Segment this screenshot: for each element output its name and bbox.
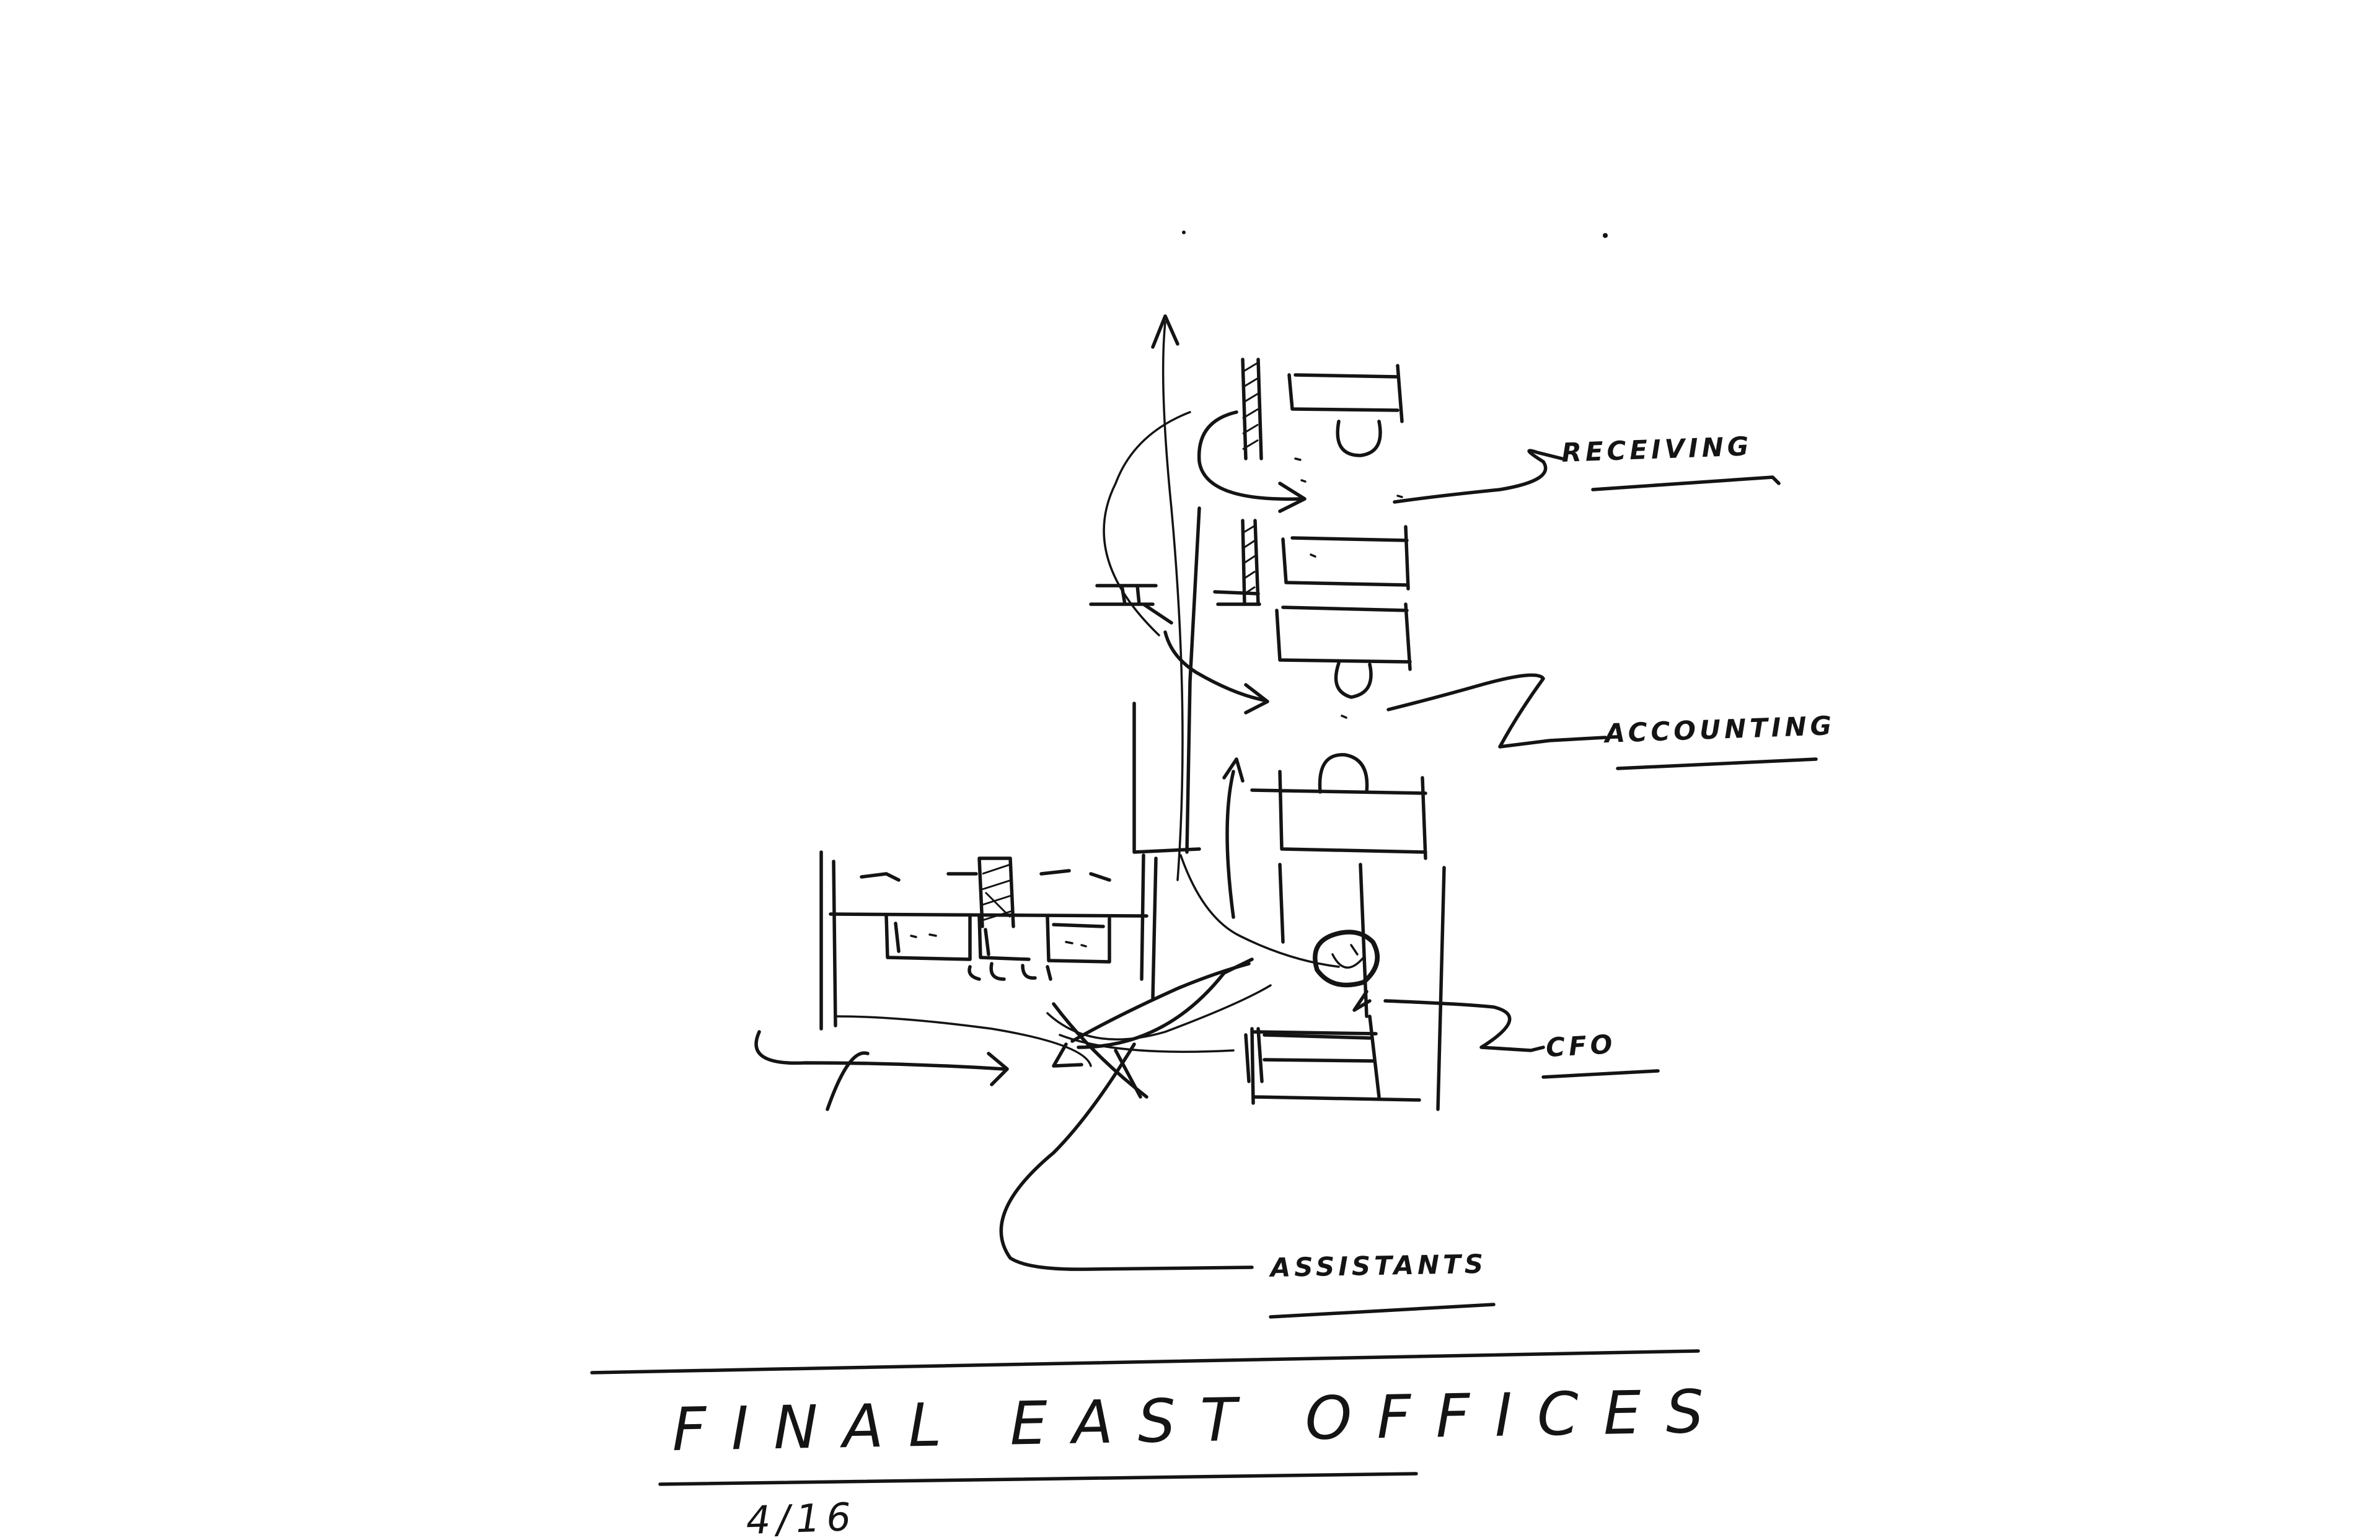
arrow-to-receiving xyxy=(1197,410,1303,501)
hatched-column-assistants xyxy=(977,856,1015,928)
hatched-column-receiving xyxy=(1241,358,1263,460)
underline-cfo xyxy=(1541,1069,1660,1079)
label-assistants: ASSISTANTS xyxy=(1268,1249,1487,1283)
corridor-walls xyxy=(1132,506,1201,854)
leader-lines xyxy=(999,449,1607,1271)
assistants-desk-line xyxy=(829,912,1148,918)
accounting-chair-upper xyxy=(1334,661,1373,699)
corridor-wall-stub xyxy=(1089,584,1173,625)
accounting-desk-lower xyxy=(1250,770,1427,860)
cfo-chair xyxy=(1313,930,1380,988)
arrow-to-cfo xyxy=(1179,854,1340,968)
receiving-desk-upper xyxy=(1287,364,1404,423)
cfo-office-walls xyxy=(1250,863,1446,1111)
sheet-date: 4/16 xyxy=(745,1494,858,1540)
label-accounting: ACCOUNTING xyxy=(1603,710,1836,749)
arrow-assistants-flow xyxy=(835,1015,1092,1067)
underline-assistants xyxy=(1269,1303,1496,1319)
title-rule-top xyxy=(590,1349,1700,1375)
arrow-entry-east xyxy=(754,1030,1006,1071)
label-cfo: CFO xyxy=(1545,1029,1617,1063)
assistant-desk-1 xyxy=(884,914,972,961)
accounting-chair-lower xyxy=(1318,753,1369,794)
cfo-desk xyxy=(1244,1027,1375,1083)
receiving-chair-upper xyxy=(1336,420,1382,457)
sheet-title: FINAL EAST OFFICES xyxy=(671,1376,1729,1464)
east-wing-offices xyxy=(1213,358,1446,1111)
leader-accounting xyxy=(1386,673,1607,749)
underline-accounting xyxy=(1616,757,1818,770)
assistants-outer-wall-right xyxy=(1140,853,1158,1000)
arrow-north xyxy=(1161,321,1184,881)
leader-assistants xyxy=(999,1042,1254,1271)
underline-receiving xyxy=(1591,475,1781,491)
circulation-arrows xyxy=(754,314,1340,1111)
assistant-desk-2 xyxy=(977,914,1031,961)
arrow-to-accounting xyxy=(1163,630,1266,702)
leader-receiving xyxy=(1393,449,1564,504)
assistants-wing-offices xyxy=(819,850,1158,1031)
receiving-desk-lower xyxy=(1281,525,1410,591)
accounting-desk-upper xyxy=(1275,602,1412,671)
assistant-desk-3 xyxy=(1046,915,1111,964)
assistant-chairs xyxy=(967,962,1052,981)
assistants-top-partition xyxy=(860,869,1111,882)
label-receiving: RECEIVING xyxy=(1561,431,1753,468)
leader-cfo xyxy=(1383,999,1545,1052)
arrow-loop-west xyxy=(1103,411,1191,636)
assistants-outer-wall-left xyxy=(819,850,837,1031)
title-rule-bottom xyxy=(658,1472,1418,1486)
